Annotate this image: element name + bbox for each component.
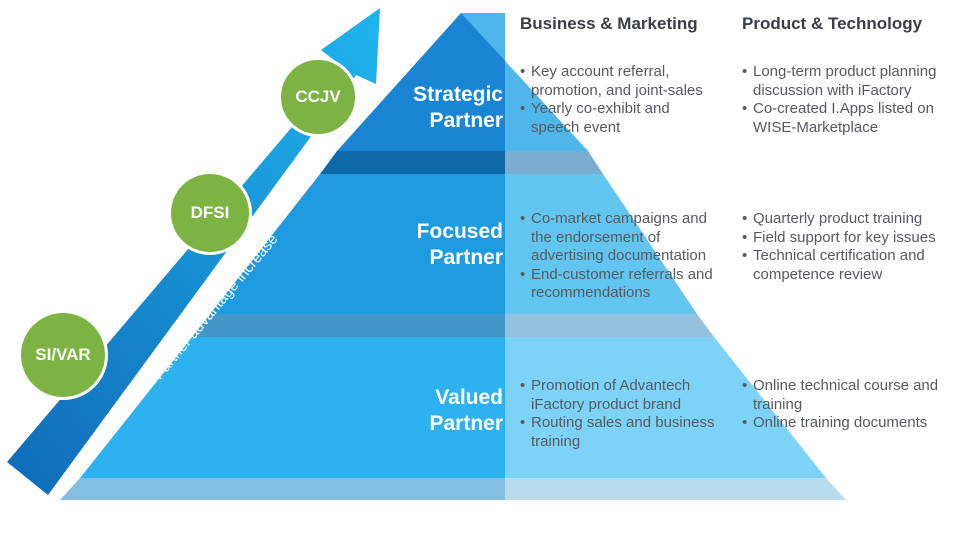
band-2-right: [505, 314, 714, 337]
tier-name-strategic: Strategic Partner: [413, 82, 503, 134]
header-business-marketing: Business & Marketing: [520, 14, 698, 33]
band-3-left: [60, 478, 505, 500]
list-item: Promotion of Advantech iFactory product …: [520, 377, 725, 414]
list-item: Technical certification and competence r…: [742, 247, 952, 284]
list-item: Yearly co-exhibit and speech event: [520, 100, 720, 137]
tier-name-strategic-line2: Partner: [429, 109, 503, 132]
list-item: End-customer referrals and recommendatio…: [520, 266, 725, 303]
list-item: Field support for key issues: [742, 229, 952, 248]
list-item: Online technical course and training: [742, 377, 952, 414]
tier-strategic-left: [337, 13, 505, 151]
strategic-business-list: Key account referral, promotion, and joi…: [520, 63, 720, 137]
partner-type-si-var: SI/VAR: [18, 310, 108, 400]
band-1-left: [320, 151, 505, 174]
tier-name-valued: Valued Partner: [429, 385, 503, 437]
partner-type-ccjv: CCJV: [278, 57, 358, 137]
valued-business-list: Promotion of Advantech iFactory product …: [520, 377, 725, 451]
tier-name-valued-line1: Valued: [435, 386, 503, 409]
tier-name-focused-line2: Partner: [429, 246, 503, 269]
band-2-left: [192, 314, 505, 337]
focused-product-list: Quarterly product training Field support…: [742, 210, 952, 284]
list-item: Key account referral, promotion, and joi…: [520, 63, 720, 100]
list-item: Online training documents: [742, 414, 952, 433]
list-item: Quarterly product training: [742, 210, 952, 229]
tier-name-focused: Focused Partner: [417, 219, 503, 271]
band-3-right: [505, 478, 846, 500]
tier-name-valued-line2: Partner: [429, 412, 503, 435]
strategic-product-list: Long-term product planning discussion wi…: [742, 63, 952, 137]
list-item: Co-created I.Apps listed on WISE-Marketp…: [742, 100, 952, 137]
tier-focused-left: [210, 174, 505, 314]
list-item: Co-market campaigns and the endorsement …: [520, 210, 725, 266]
focused-business-list: Co-market campaigns and the endorsement …: [520, 210, 725, 303]
partner-type-dfsi: DFSI: [168, 171, 252, 255]
list-item: Long-term product planning discussion wi…: [742, 63, 952, 100]
list-item: Routing sales and business training: [520, 414, 725, 451]
tier-name-strategic-line1: Strategic: [413, 83, 503, 106]
band-1-right: [505, 151, 603, 174]
header-product-technology: Product & Technology: [742, 14, 923, 33]
tier-name-focused-line1: Focused: [416, 220, 503, 243]
tier-valued-left: [80, 337, 505, 478]
valued-product-list: Online technical course and training Onl…: [742, 377, 952, 433]
